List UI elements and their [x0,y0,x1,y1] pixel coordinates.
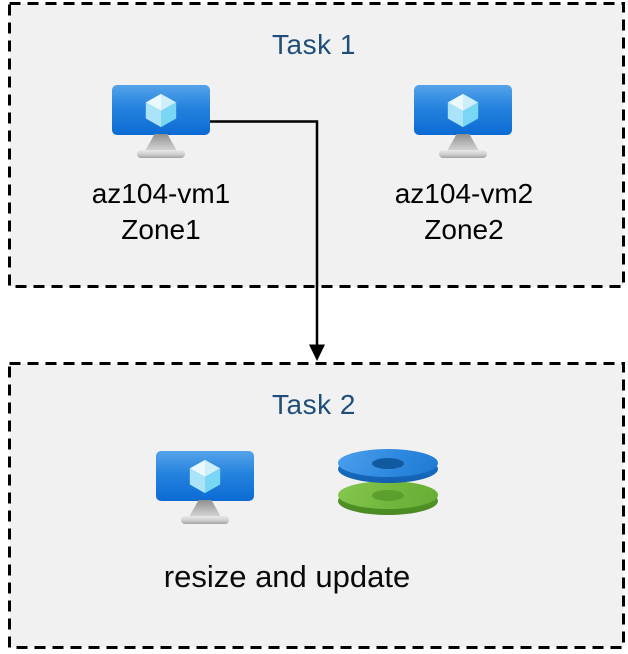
disk-blue-icon [338,449,438,483]
task2-box [8,362,625,649]
vm-monitor-screen [112,85,210,135]
virtual-machine-icon [156,451,254,524]
vm2-label: az104-vm2 Zone2 [339,176,589,248]
managed-disks-icon [338,449,438,515]
vm1-name: az104-vm1 [91,178,231,209]
vm-cube-icon [189,459,221,494]
vm1-label: az104-vm1 Zone1 [36,176,286,248]
task2-title: Task 2 [272,389,356,420]
virtual-machine-icon [112,85,210,158]
vm2-name: az104-vm2 [394,178,534,209]
task1-title: Task 1 [272,29,356,60]
flow-arrow-line [209,120,319,346]
flow-arrow-head-icon [309,344,325,361]
vm-stand-base [439,150,487,158]
vm-stand-base [137,150,185,158]
vm-stand-neck [189,500,221,517]
vm1-zone: Zone1 [121,214,201,245]
vm-cube-icon [447,93,479,128]
vm-monitor-screen [156,451,254,501]
task2-caption: resize and update [163,559,411,594]
disk-hole [372,458,404,469]
vm-monitor-screen [414,85,512,135]
virtual-machine-icon [414,85,512,158]
vm-stand-base [181,516,229,524]
disk-green-icon [338,481,438,515]
vm2-zone: Zone2 [424,214,504,245]
vm-cube-icon [145,93,177,128]
vm-stand-neck [447,134,479,151]
disk-hole [372,490,404,501]
vm-stand-neck [145,134,177,151]
